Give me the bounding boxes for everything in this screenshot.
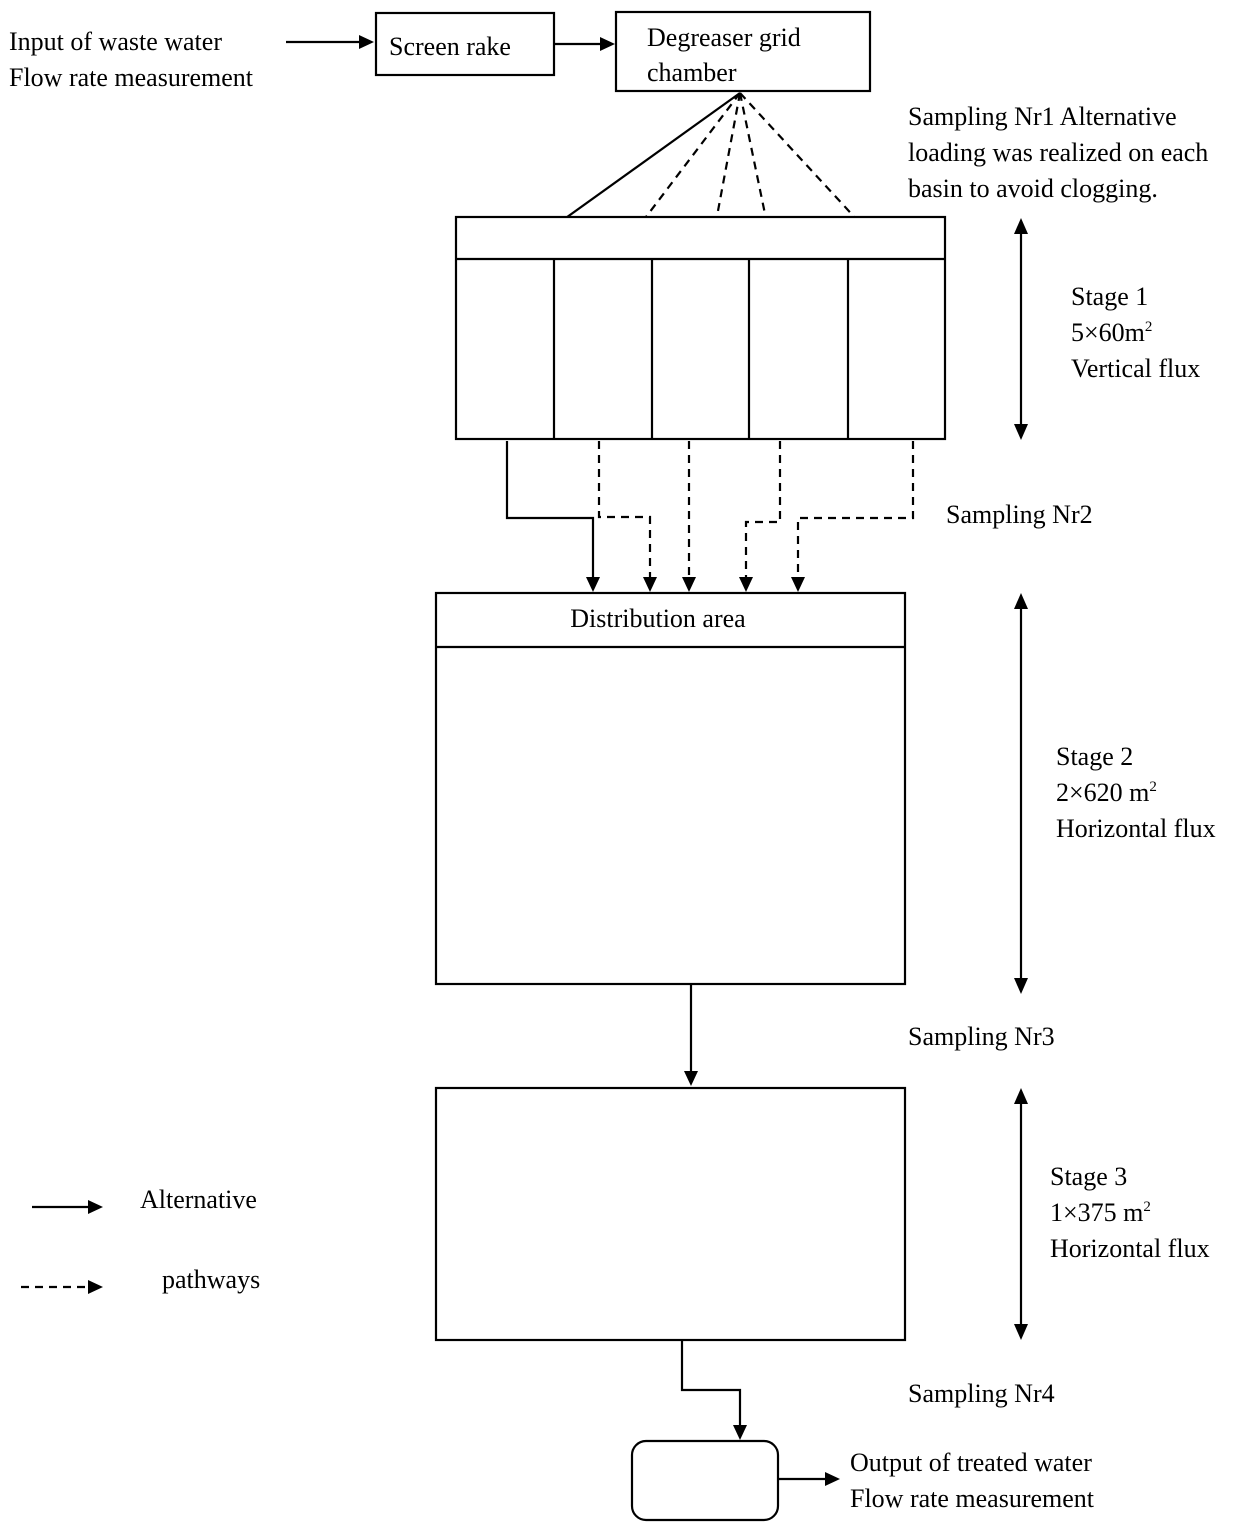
stage3-basin — [434, 1086, 907, 1342]
legend-solid-arrow — [32, 1200, 103, 1214]
arrow-stage2-to-stage3 — [684, 985, 698, 1086]
stage3-name: Stage 3 — [1050, 1162, 1127, 1191]
distribution-area-label: Distribution area — [570, 604, 746, 633]
stage1-basins — [454, 215, 947, 441]
stage1-name: Stage 1 — [1071, 282, 1148, 311]
legend-dashed-label: pathways — [162, 1265, 260, 1294]
stage2-area: 2×620 m2 — [1056, 778, 1157, 807]
pathway-basin1-to-distribution — [505, 441, 600, 592]
stage2-flux: Horizontal flux — [1056, 814, 1216, 843]
screen-rake-box: Screen rake — [374, 11, 556, 77]
arrow-outlet-to-output — [779, 1472, 840, 1486]
degreaser-label-line1: Degreaser grid — [647, 23, 801, 52]
stage1-flux: Vertical flux — [1071, 354, 1200, 383]
stage2-name: Stage 2 — [1056, 742, 1133, 771]
stage1-height-arrow — [1014, 218, 1028, 440]
degreaser-box: Degreaser grid chamber — [614, 10, 872, 93]
sampling1-line2: loading was realized on each — [908, 138, 1208, 167]
legend-solid-label: Alternative — [140, 1185, 257, 1214]
pathway-basin4-to-distribution — [739, 441, 782, 592]
stage3-flux: Horizontal flux — [1050, 1234, 1210, 1263]
output-label-line2: Flow rate measurement — [850, 1484, 1095, 1513]
input-label-line2: Flow rate measurement — [9, 63, 254, 92]
sampling1-line3: basin to avoid clogging. — [908, 174, 1158, 203]
arrow-screen-rake-to-degreaser — [555, 37, 615, 51]
sampling1-line1: Sampling Nr1 Alternative — [908, 102, 1177, 131]
arrow-input-to-screen-rake — [286, 35, 374, 49]
outlet-tank — [630, 1439, 780, 1522]
arrow-stage3-to-outlet — [680, 1341, 747, 1440]
sampling3-label: Sampling Nr3 — [908, 1022, 1055, 1051]
stage2-height-arrow — [1014, 593, 1028, 994]
input-label-line1: Input of waste water — [9, 27, 222, 56]
degreaser-label-line2: chamber — [647, 58, 737, 87]
output-label-line1: Output of treated water — [850, 1448, 1092, 1477]
pathway-basin2-to-distribution — [597, 441, 657, 592]
stage1-area: 5×60m2 — [1071, 318, 1152, 347]
legend-dashed-arrow — [21, 1280, 103, 1294]
stage3-height-arrow — [1014, 1088, 1028, 1340]
sampling4-label: Sampling Nr4 — [908, 1379, 1055, 1408]
screen-rake-label: Screen rake — [389, 32, 511, 61]
sampling2-label: Sampling Nr2 — [946, 500, 1093, 529]
pathway-basin3-to-distribution — [682, 441, 696, 592]
pathway-basin5-to-distribution — [791, 441, 915, 592]
stage3-area: 1×375 m2 — [1050, 1198, 1151, 1227]
stage2-basin: Distribution area — [434, 591, 907, 986]
